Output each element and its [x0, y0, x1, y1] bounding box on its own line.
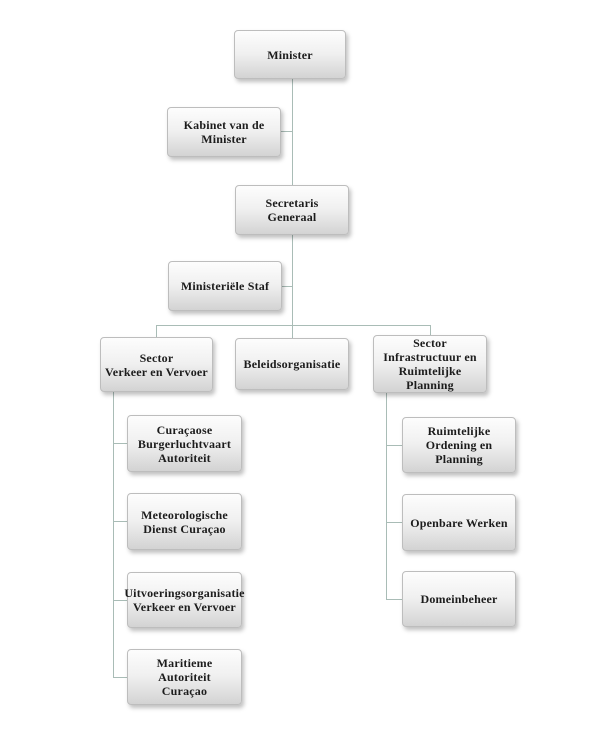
node-openbare-werken-label: Openbare Werken [410, 515, 508, 530]
connector-sector-rail [156, 325, 431, 326]
connector-stub-openbare-werken [386, 522, 402, 523]
connector-stub-domeinbeheer [386, 599, 402, 600]
node-maritiem-label: Maritieme Autoriteit Curaçao [156, 656, 213, 698]
node-meteorologische-dienst: Meteorologische Dienst Curaçao [127, 493, 242, 550]
connector-staf-stub [282, 286, 292, 287]
node-sector-verkeer-label: Sector Verkeer en Vervoer [105, 350, 208, 379]
node-sector-infrastructuur: Sector Infrastructuur en Ruimtelijke Pla… [373, 335, 487, 393]
node-kabinet-label: Kabinet van de Minister [183, 118, 265, 146]
connector-right-rail [386, 393, 387, 599]
node-openbare-werken: Openbare Werken [402, 494, 516, 551]
connector-drop-sector-infra [430, 325, 431, 335]
connector-secretaris-sectors [292, 235, 293, 338]
node-kabinet-van-de-minister: Kabinet van de Minister [167, 107, 281, 157]
node-sector-verkeer-en-vervoer: Sector Verkeer en Vervoer [100, 337, 213, 392]
node-secretaris-label: Secretaris Generaal [265, 196, 319, 224]
node-maritieme-autoriteit: Maritieme Autoriteit Curaçao [127, 649, 242, 705]
connector-kabinet-stub [281, 131, 292, 132]
node-beleid-label: Beleidsorganisatie [243, 357, 341, 371]
node-curacaose-burgerluchtvaart-autoriteit: Curaçaose Burgerluchtvaart Autoriteit [127, 415, 242, 472]
connector-stub-ruimtelijke-ordening [386, 445, 402, 446]
node-minister-label: Minister [267, 47, 313, 62]
node-domeinbeheer: Domeinbeheer [402, 571, 516, 627]
connector-drop-sector-verkeer [156, 325, 157, 337]
node-burgerluchtvaart-label: Curaçaose Burgerluchtvaart Autoriteit [137, 422, 232, 465]
node-domeinbeheer-label: Domeinbeheer [420, 592, 498, 606]
node-ministeriele-staf: Ministeriële Staf [168, 261, 282, 311]
node-meteorologisch-label: Meteorologische Dienst Curaçao [141, 507, 228, 536]
connector-stub-meteorologisch [113, 521, 127, 522]
node-uitvoering-label: Uitvoeringsorganisatie Verkeer en Vervoe… [124, 586, 245, 614]
node-sector-infra-label: Sector Infrastructuur en Ruimtelijke Pla… [383, 336, 477, 392]
connector-stub-maritiem [113, 677, 127, 678]
node-ruimtelijke-ordening-label: Ruimtelijke Ordening en Planning [425, 424, 493, 466]
node-beleidsorganisatie: Beleidsorganisatie [235, 338, 349, 390]
connector-minister-secretaris [292, 79, 293, 185]
node-uitvoeringsorganisatie: Uitvoeringsorganisatie Verkeer en Vervoe… [124, 572, 245, 628]
connector-stub-burgerluchtvaart [113, 443, 127, 444]
node-secretaris-generaal: Secretaris Generaal [235, 185, 349, 235]
connector-stub-uitvoering [113, 600, 127, 601]
node-staf-label: Ministeriële Staf [180, 279, 270, 293]
node-minister: Minister [234, 30, 346, 79]
connector-left-rail [113, 392, 114, 677]
node-ruimtelijke-ordening-en-planning: Ruimtelijke Ordening en Planning [402, 417, 516, 473]
